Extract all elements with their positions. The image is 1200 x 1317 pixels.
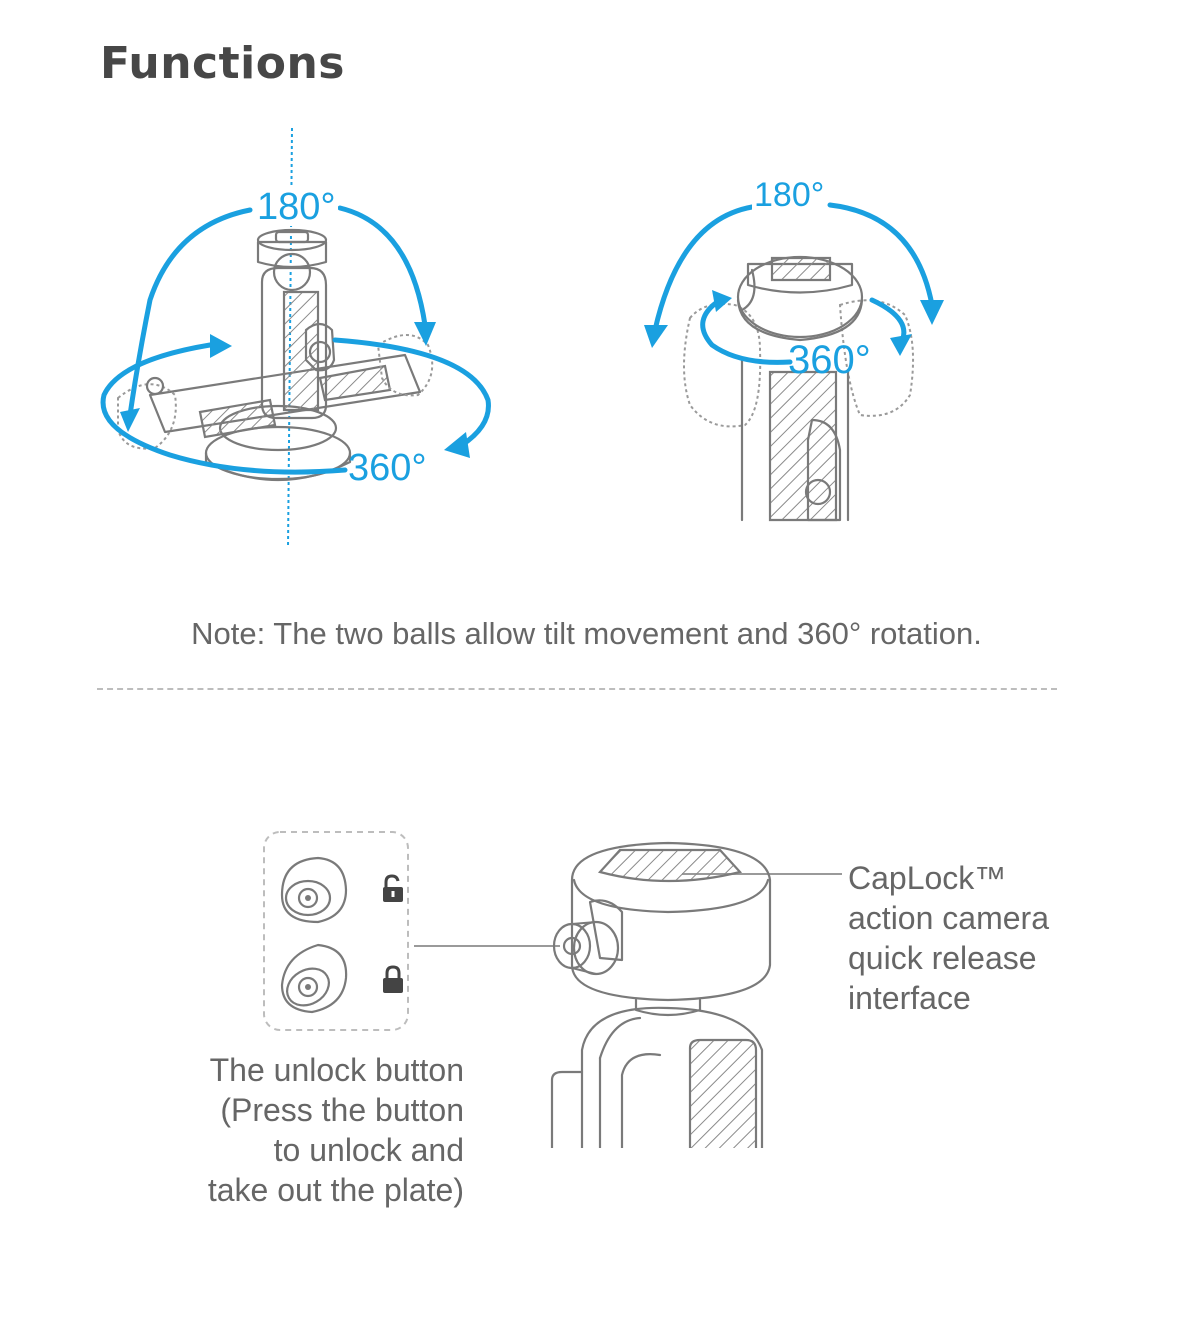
unlock-button-callout: The unlock button (Press the button to u… [207,1052,464,1208]
section-divider [97,688,1057,690]
mount-diagram-left [100,127,491,549]
note-text: Note: The two balls allow tilt movement … [191,616,982,651]
right-rotation-angle-label: 360° [788,338,871,382]
mount-diagram-right [644,202,944,522]
page-title: Functions [100,38,345,89]
locked-padlock-icon [383,965,403,993]
left-rotation-angle-label: 360° [348,447,427,489]
left-tilt-angle-label: 180° [255,186,338,228]
caplock-interface-callout: CapLock™ action camera quick release int… [848,860,1049,1016]
right-tilt-angle-label: 180° [752,176,827,214]
quick-release-head-illustration [414,841,842,1152]
unlocked-padlock-icon [383,874,403,902]
lock-state-inset [263,831,409,1031]
